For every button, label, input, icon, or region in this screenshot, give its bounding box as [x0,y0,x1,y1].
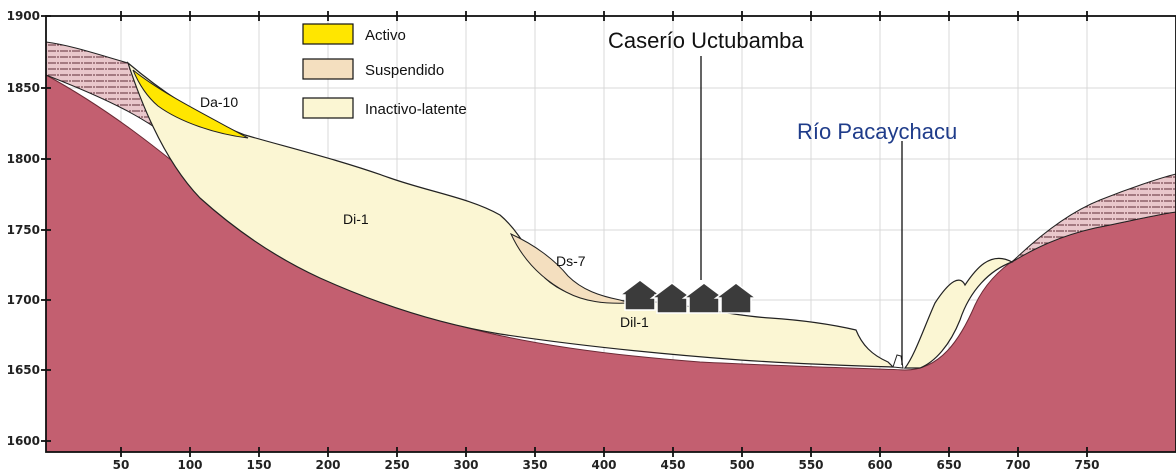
unit-label-da10: Da-10 [200,94,238,110]
x-tick-label: 200 [315,458,340,472]
legend-label-suspendido: Suspendido [365,62,444,79]
x-tick-label: 550 [798,458,823,472]
x-axis-labels: 50 100 150 200 250 300 350 400 450 500 5… [113,458,1100,472]
x-tick-label: 650 [936,458,961,472]
unit-label-dil1: Dil-1 [620,314,649,330]
x-tick-label: 100 [177,458,202,472]
legend-label-activo: Activo [365,27,406,44]
settlement-houses [617,279,759,314]
inactive-deposit-right [903,257,1014,369]
place-label-pacaychacu: Río Pacaychacu [797,119,957,144]
x-tick-label: 600 [867,458,892,472]
x-tick-label: 500 [729,458,754,472]
house-icon [649,282,695,314]
plot-frame [45,15,1176,453]
active-deposit-da10 [132,69,249,139]
x-tick-label: 350 [522,458,547,472]
legend-swatch-suspendido [302,58,354,80]
y-tick-label: 1900 [7,9,40,23]
y-tick-label: 1800 [7,152,40,166]
x-tick-label: 450 [660,458,685,472]
house-icon [713,282,759,314]
y-tick-label: 1750 [7,223,40,237]
place-label-uctubamba: Caserío Uctubamba [608,28,804,53]
tick-marks [41,11,1088,457]
legend-swatch-inactivo [302,97,354,119]
river-channel [892,354,904,369]
y-tick-label: 1850 [7,81,40,95]
house-icon [617,279,663,311]
legend-label-inactivo: Inactivo-latente [365,101,467,118]
unit-label-di1: Di-1 [343,211,369,227]
y-axis-labels: 1900 1850 1800 1750 1700 1650 1600 [7,9,40,448]
x-tick-label: 300 [453,458,478,472]
legend: Activo Suspendido Inactivo-latente [302,23,467,119]
y-tick-label: 1650 [7,363,40,377]
x-tick-label: 150 [246,458,271,472]
y-tick-label: 1700 [7,293,40,307]
inactive-deposit-main [126,61,895,368]
colluvium-hatch-right [1011,173,1176,263]
x-tick-label: 750 [1074,458,1099,472]
house-icon [681,282,727,314]
y-tick-label: 1600 [7,434,40,448]
x-tick-label: 400 [591,458,616,472]
x-tick-label: 50 [113,458,130,472]
x-tick-label: 250 [384,458,409,472]
x-tick-label: 700 [1005,458,1030,472]
legend-swatch-activo [302,23,354,45]
unit-label-ds7: Ds-7 [556,253,586,269]
